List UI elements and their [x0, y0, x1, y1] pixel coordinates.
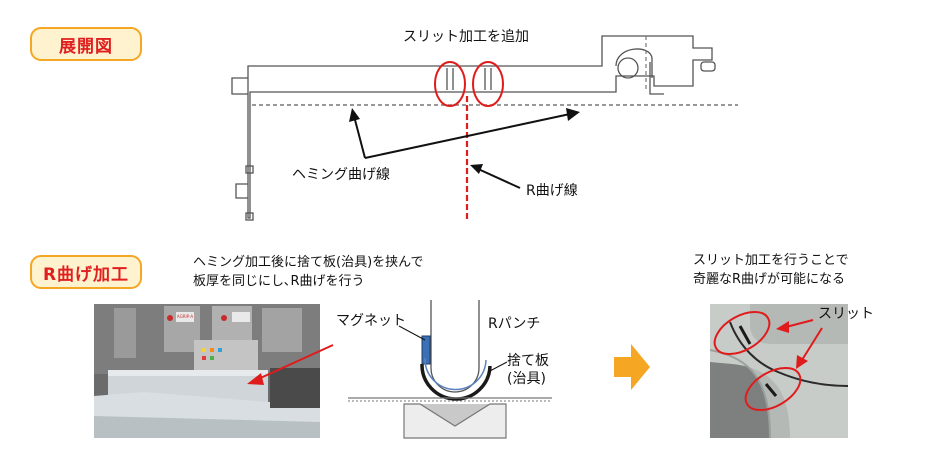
result-slit-highlight-1	[713, 310, 771, 356]
slit-1	[446, 68, 454, 90]
round-hole	[617, 57, 639, 79]
slit-highlight-1	[434, 61, 466, 107]
machine-tag: AGRIP-A	[176, 314, 194, 319]
machine-photo: AGRIP-A	[94, 304, 320, 438]
r-punch	[430, 300, 480, 393]
badge-r-bending: R曲げ加工	[30, 255, 142, 289]
left-tab	[231, 77, 248, 95]
result-slit-label: スリット	[818, 306, 874, 322]
jig-label-line2: (治具)	[507, 371, 546, 387]
process-description-line2: 板厚を同じにし､R曲げを行う	[193, 274, 365, 289]
arrow-r-line	[475, 167, 521, 189]
machine-photo-illustration	[94, 304, 320, 438]
magnet-label: マグネット	[336, 313, 406, 329]
slit-highlight-2	[472, 61, 504, 107]
process-description-line1: ヘミング加工後に捨て板(治具)を挟んで	[193, 255, 424, 270]
punch-label: Rパンチ	[488, 316, 541, 332]
jig-label-line1: 捨て板	[507, 353, 549, 369]
left-square-1	[245, 165, 254, 174]
r-line-label: R曲げ線	[526, 183, 578, 199]
right-end-part	[615, 48, 653, 78]
badge-development: 展開図	[30, 27, 142, 61]
result-photo	[710, 304, 848, 438]
result-description-line1: スリット加工を行うことで	[693, 253, 849, 268]
right-small-slot	[700, 61, 716, 72]
die	[403, 403, 507, 439]
sheet-outline	[247, 35, 713, 219]
hemming-line-label: ヘミング曲げ線	[292, 167, 390, 183]
left-square-2	[245, 212, 254, 221]
jig-plate	[420, 363, 492, 401]
left-bottom-notch	[235, 183, 248, 199]
result-slit-highlight-2	[744, 366, 802, 412]
result-description-line2: 奇麗なR曲げが可能になる	[693, 272, 846, 287]
arrow-hemming-right	[364, 113, 571, 159]
arrow-hemming-left	[353, 115, 366, 159]
slit-callout-label: スリット加工を追加	[403, 29, 529, 45]
slit-2	[484, 68, 492, 90]
right-vertical-line	[649, 62, 664, 95]
